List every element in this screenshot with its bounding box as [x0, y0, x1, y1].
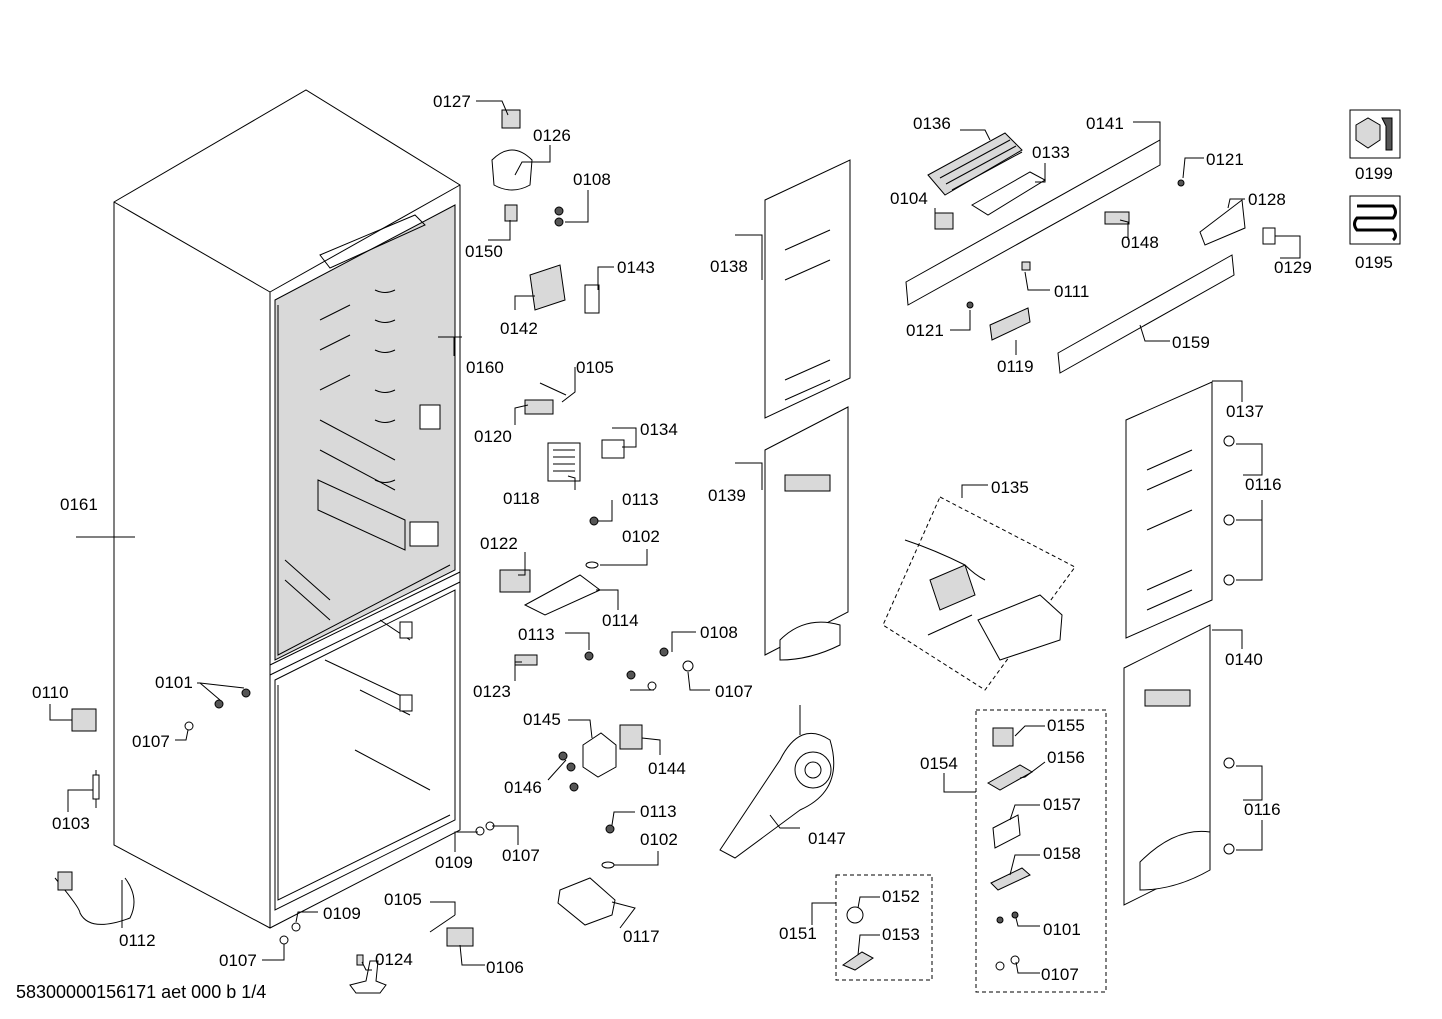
part-labels: 0127 0126 0108 0150 0143 0142 0160 0105 …	[32, 92, 1393, 984]
label-0129: 0129	[1274, 258, 1312, 277]
label-0141: 0141	[1086, 114, 1124, 133]
label-0161: 0161	[60, 495, 98, 514]
label-0109-b: 0109	[323, 904, 361, 923]
label-0108-b: 0108	[700, 623, 738, 642]
label-0107-e: 0107	[219, 951, 257, 970]
label-0135: 0135	[991, 478, 1029, 497]
label-0114: 0114	[602, 611, 639, 630]
label-0154: 0154	[920, 754, 958, 773]
label-0134: 0134	[640, 420, 678, 439]
kit-0151	[835, 874, 933, 981]
label-0105-a: 0105	[576, 358, 614, 377]
door-panels	[764, 159, 1235, 906]
label-0126: 0126	[533, 126, 571, 145]
heater-coil-icon	[1349, 195, 1401, 245]
label-0195: 0195	[1355, 253, 1393, 272]
kit-0154	[975, 709, 1107, 993]
label-0140: 0140	[1225, 650, 1263, 669]
label-0121-b: 0121	[906, 321, 944, 340]
label-0109-a: 0109	[435, 853, 473, 872]
module-0135	[882, 496, 1076, 691]
label-0113-c: 0113	[640, 802, 677, 821]
label-0157: 0157	[1043, 795, 1081, 814]
label-0127: 0127	[433, 92, 471, 111]
label-0116-b: 0116	[1244, 800, 1281, 819]
label-0199: 0199	[1355, 164, 1393, 183]
label-0145: 0145	[523, 710, 561, 729]
label-0148: 0148	[1121, 233, 1159, 252]
label-0101-a: 0101	[1043, 920, 1081, 939]
label-0144: 0144	[648, 759, 686, 778]
label-0147: 0147	[808, 829, 846, 848]
leader-lines	[49, 100, 1301, 974]
label-0146: 0146	[504, 778, 542, 797]
label-0110: 0110	[32, 683, 69, 702]
label-0107-a: 0107	[715, 682, 753, 701]
label-0103: 0103	[52, 814, 90, 833]
wrench-nut-icon	[1349, 109, 1401, 159]
label-0124: 0124	[375, 950, 413, 969]
label-0158: 0158	[1043, 844, 1081, 863]
label-0159: 0159	[1172, 333, 1210, 352]
label-0151: 0151	[779, 924, 817, 943]
label-0143: 0143	[617, 258, 655, 277]
label-0102-b: 0102	[640, 830, 678, 849]
label-0152: 0152	[882, 887, 920, 906]
label-0121-a: 0121	[1206, 150, 1244, 169]
fan-housing-0147	[719, 705, 835, 859]
label-0150: 0150	[465, 242, 503, 261]
label-0142: 0142	[500, 319, 538, 338]
label-0104: 0104	[890, 189, 928, 208]
label-0137: 0137	[1226, 402, 1264, 421]
label-0117: 0117	[623, 927, 660, 946]
label-0156: 0156	[1047, 748, 1085, 767]
label-0139: 0139	[708, 486, 746, 505]
label-0107-c: 0107	[132, 732, 170, 751]
label-0116-a: 0116	[1245, 475, 1282, 494]
label-0120: 0120	[474, 427, 512, 446]
cabinet-body	[113, 89, 461, 929]
label-0119: 0119	[997, 357, 1034, 376]
label-0138: 0138	[710, 257, 748, 276]
label-0128: 0128	[1248, 190, 1286, 209]
small-parts-left	[54, 688, 495, 994]
label-0106: 0106	[486, 958, 524, 977]
label-0136: 0136	[913, 114, 951, 133]
label-0102-a: 0102	[622, 527, 660, 546]
document-reference: 58300000156171 aet 000 b 1/4	[16, 982, 266, 1002]
label-0122: 0122	[480, 534, 518, 553]
small-parts-center	[491, 109, 694, 926]
label-0101-b: 0101	[155, 673, 193, 692]
label-0111: 0111	[1054, 282, 1089, 301]
label-0108-a: 0108	[573, 170, 611, 189]
label-0105-b: 0105	[384, 890, 422, 909]
control-panel-assembly	[905, 132, 1276, 374]
label-0133: 0133	[1032, 143, 1070, 162]
label-0113-a: 0113	[622, 490, 659, 509]
label-0160: 0160	[466, 358, 504, 377]
label-0123: 0123	[473, 682, 511, 701]
label-0155: 0155	[1047, 716, 1085, 735]
label-0112: 0112	[119, 931, 156, 950]
label-0113-b: 0113	[518, 625, 555, 644]
label-0153: 0153	[882, 925, 920, 944]
label-0107-d: 0107	[502, 846, 540, 865]
label-0118: 0118	[503, 489, 540, 508]
label-0107-b: 0107	[1041, 965, 1079, 984]
